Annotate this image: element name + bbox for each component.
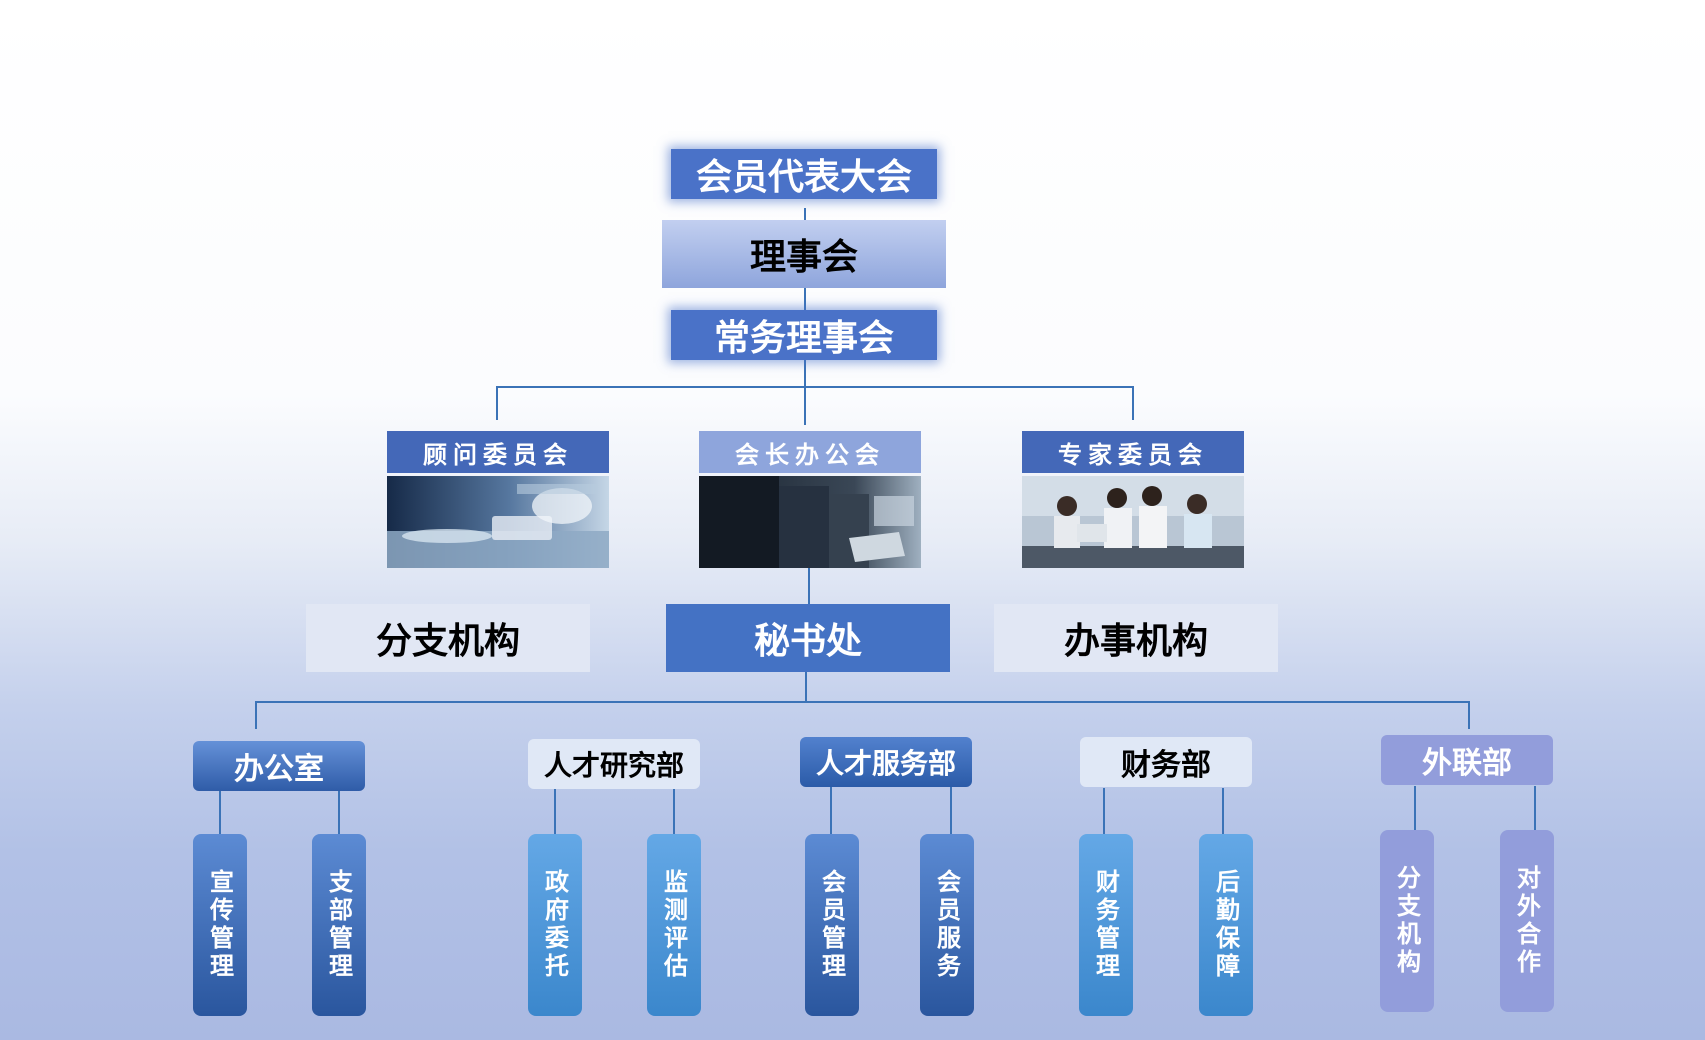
unit-member-service: 会员服务 [920,834,974,1016]
advisory-committee-title: 顾问委员会 [387,431,609,473]
council-label: 理事会 [749,237,858,278]
connector-council-standing [804,288,806,310]
department-talent-research-label: 人才研究部 [543,749,684,782]
branch-label: 分支机构 [375,621,520,662]
congress-label: 会员代表大会 [695,157,912,198]
expert-committee-label: 专家委员会 [1058,440,1208,469]
unit-financial-management: 财务管理 [1079,834,1133,1016]
connector-dept2-leaf1 [554,788,556,834]
connector-dept3-leaf2 [950,786,952,834]
department-external-relations-label: 外联部 [1422,746,1512,781]
department-talent-research: 人才研究部 [528,739,700,789]
connector-standing-down [804,360,806,425]
unit-government-commission-label: 政府委托 [540,869,569,981]
council-box: 理事会 [662,220,946,288]
unit-logistics-support: 后勤保障 [1199,834,1253,1016]
department-talent-service: 人才服务部 [800,737,972,787]
unit-monitoring-evaluation: 监测评估 [647,834,701,1016]
connector-advisory-drop [496,386,498,420]
office-agency-label: 办事机构 [1063,621,1208,662]
connector-dept4-leaf2 [1222,788,1224,834]
unit-member-management: 会员管理 [805,834,859,1016]
unit-publicity-management: 宣传管理 [193,834,247,1016]
standing-council-box: 常务理事会 [671,310,937,360]
connector-dept3-leaf1 [830,786,832,834]
connector-departments-horizontal [255,701,1470,703]
branch-box: 分支机构 [306,604,590,672]
connector-dept1-drop [255,701,257,729]
office-agency-box: 办事机构 [994,604,1278,672]
unit-member-service-label: 会员服务 [932,869,961,981]
connector-dept5-leaf2 [1534,786,1536,830]
connector-dept5-drop [1468,701,1470,729]
department-office-label: 办公室 [234,752,324,787]
department-finance: 财务部 [1080,737,1252,787]
president-office-photo [699,476,921,568]
unit-publicity-management-label: 宣传管理 [205,869,234,981]
president-office-label: 会长办公会 [735,440,885,469]
advisory-committee-label: 顾问委员会 [423,440,573,469]
connector-president-secretariat [808,568,810,604]
department-talent-service-label: 人才服务部 [815,747,956,780]
department-office: 办公室 [193,741,365,791]
connector-dept2-leaf2 [673,788,675,834]
secretariat-label: 秘书处 [753,621,862,662]
unit-government-commission: 政府委托 [528,834,582,1016]
department-finance-label: 财务部 [1121,748,1211,783]
unit-logistics-support-label: 后勤保障 [1211,869,1240,981]
department-external-relations: 外联部 [1381,735,1553,785]
unit-external-cooperation-label: 对外合作 [1512,865,1541,977]
expert-committee-title: 专家委员会 [1022,431,1244,473]
connector-committees-horizontal [496,386,1134,388]
connector-dept5-leaf1 [1414,786,1416,830]
secretariat-box: 秘书处 [666,604,950,672]
congress-box: 会员代表大会 [671,149,937,199]
connector-expert-drop [1132,386,1134,420]
unit-external-cooperation: 对外合作 [1500,830,1554,1012]
unit-branch-institutions: 分支机构 [1380,830,1434,1012]
unit-branch-management: 支部管理 [312,834,366,1016]
unit-branch-management-label: 支部管理 [324,869,353,981]
advisory-committee-photo [387,476,609,568]
unit-member-management-label: 会员管理 [817,869,846,981]
unit-monitoring-evaluation-label: 监测评估 [659,869,688,981]
president-office-title: 会长办公会 [699,431,921,473]
standing-council-label: 常务理事会 [713,318,894,359]
connector-dept4-leaf1 [1103,788,1105,834]
unit-branch-institutions-label: 分支机构 [1392,865,1421,977]
connector-dept1-leaf1 [219,790,221,834]
connector-congress-council [804,208,806,220]
connector-secretariat-down [805,672,807,702]
unit-financial-management-label: 财务管理 [1091,869,1120,981]
expert-committee-photo [1022,476,1244,568]
connector-dept1-leaf2 [338,790,340,834]
